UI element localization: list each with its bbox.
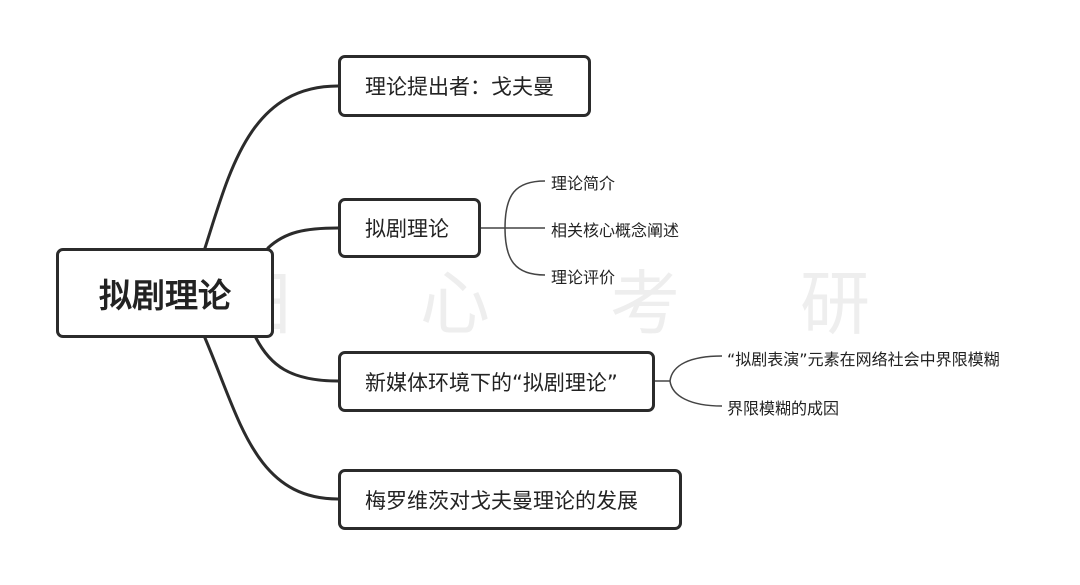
connector-b3-leaf2 [669, 380, 723, 407]
branch-node[interactable]: 梅罗维茨对戈夫曼理论的发展 [338, 469, 682, 530]
leaf-node[interactable]: 界限模糊的成因 [727, 399, 840, 418]
leaf-node[interactable]: 理论简介 [551, 174, 616, 193]
watermark-char: 心 [420, 263, 490, 345]
connector-b2-leaf3 [504, 227, 546, 276]
connector-b3-leaf1 [669, 355, 723, 382]
connector-root-to-b3 [254, 336, 340, 383]
branch-node[interactable]: 新媒体环境下的“拟剧理论” [338, 351, 655, 412]
connector-root-to-b4 [203, 336, 340, 501]
leaf-node[interactable]: 理论评价 [551, 268, 616, 287]
connector-b2-leaf1 [504, 180, 546, 229]
branch-node[interactable]: 理论提出者：戈夫曼 [338, 55, 591, 117]
watermark-char: 考 [610, 263, 680, 345]
leaf-node[interactable]: 相关核心概念阐述 [551, 221, 680, 240]
root-node[interactable]: 拟剧理论 [56, 248, 274, 338]
branch-node[interactable]: 拟剧理论 [338, 198, 481, 258]
leaf-node[interactable]: “拟剧表演”元素在网络社会中界限模糊 [727, 350, 1000, 369]
connector-root-to-b1 [203, 84, 340, 250]
connector-root-to-b2 [266, 226, 340, 250]
watermark-char: 研 [800, 263, 870, 345]
